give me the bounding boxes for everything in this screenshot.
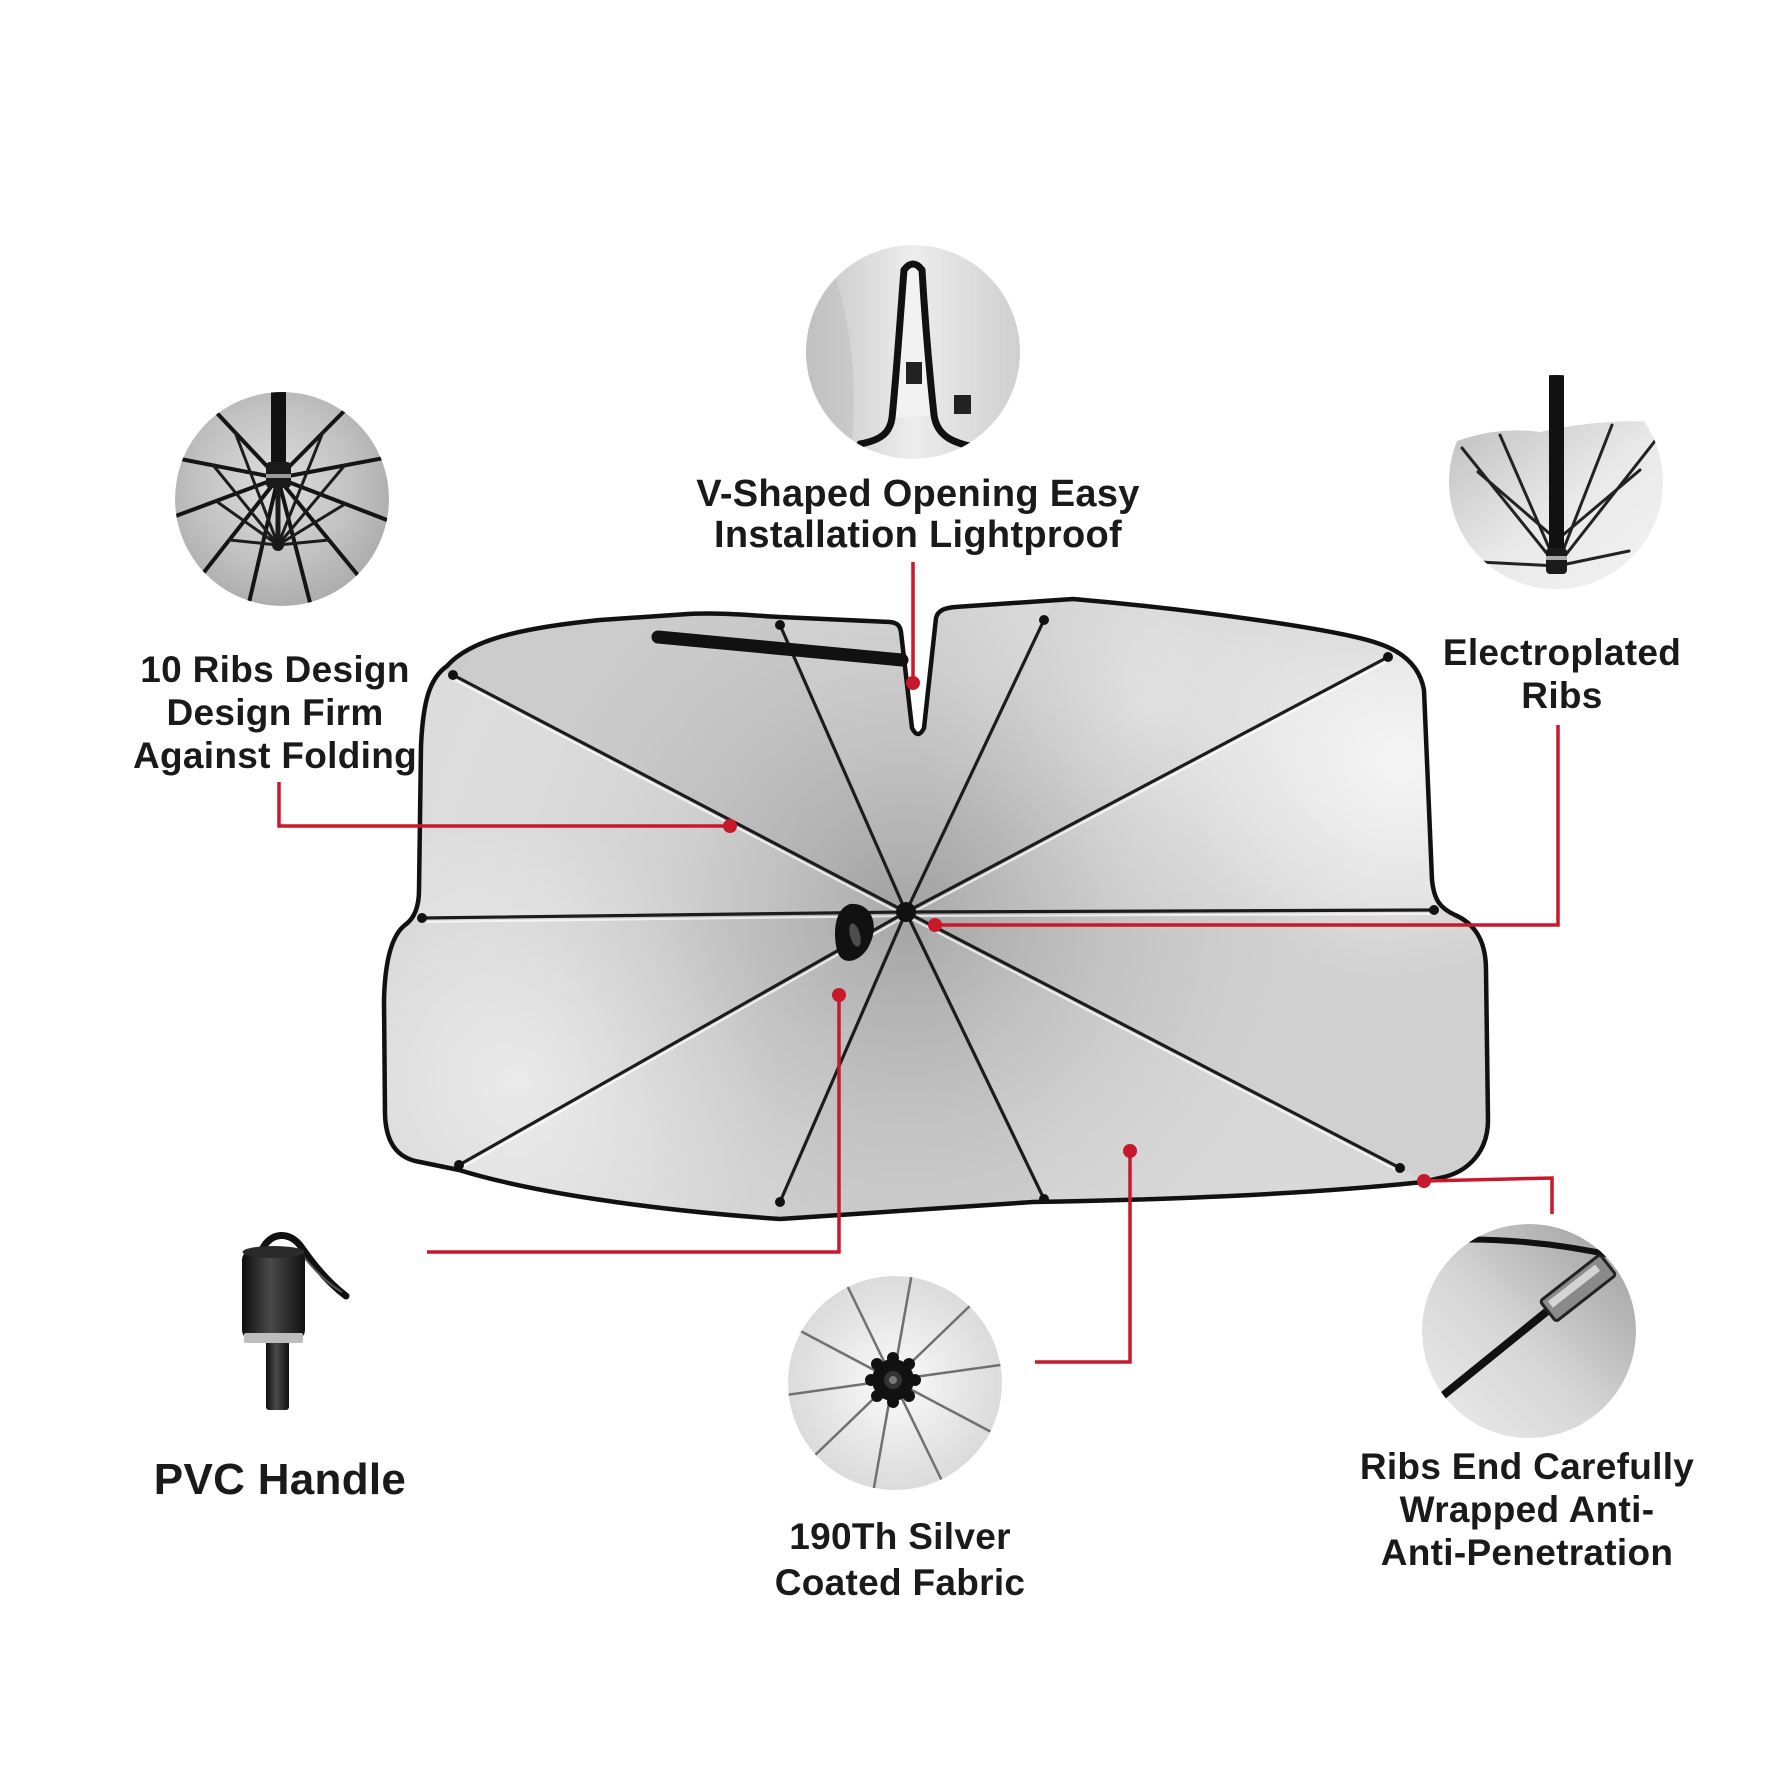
canopy-rib bbox=[904, 655, 1390, 914]
label-line: Ribs bbox=[1521, 675, 1603, 716]
rib-end-cap bbox=[417, 913, 427, 923]
canopy-handle-loop bbox=[835, 903, 874, 961]
rib-highlights bbox=[421, 660, 1435, 1173]
rib-end-cap bbox=[1383, 652, 1393, 662]
canopy-rib bbox=[778, 623, 908, 914]
label-line: Against Folding bbox=[132, 735, 418, 776]
canopy-hub bbox=[896, 902, 916, 922]
rib-end-cap bbox=[1395, 1163, 1405, 1173]
canopy-rib bbox=[457, 910, 908, 1167]
fabric-detail-image bbox=[788, 1276, 1002, 1490]
label-line: Anti-Penetration bbox=[1380, 1532, 1674, 1573]
label-line: Wrapped Anti- bbox=[1399, 1489, 1655, 1530]
rib-end-cap bbox=[448, 670, 458, 680]
callout-line-ribs-end bbox=[1423, 1176, 1554, 1214]
callout-label-ribs-end: Ribs End Carefully Wrapped Anti- Anti-Pe… bbox=[1317, 1445, 1737, 1574]
pvc-handle-image bbox=[242, 1232, 350, 1410]
label-line: 10 Ribs Design bbox=[140, 649, 410, 690]
canopy-rib bbox=[904, 910, 1046, 1201]
callout-lines bbox=[277, 562, 1560, 1364]
callout-dot-v-opening bbox=[906, 676, 920, 690]
callout-dot-electroplated bbox=[928, 918, 942, 932]
label-line: 190Th Silver bbox=[789, 1516, 1011, 1557]
electroplated-ribs-detail-image bbox=[1449, 375, 1663, 589]
callout-line-fabric bbox=[1035, 1151, 1132, 1364]
callout-dot-ribs-end bbox=[1417, 1174, 1431, 1188]
canopy-rib bbox=[904, 618, 1046, 914]
rib-end-cap bbox=[775, 620, 785, 630]
callout-line-ribs-design bbox=[277, 782, 730, 828]
callout-label-fabric: 190Th Silver Coated Fabric bbox=[690, 1514, 1110, 1606]
label-line: Design Firm bbox=[166, 692, 384, 733]
rib-end-cap bbox=[1429, 905, 1439, 915]
canopy-strap bbox=[651, 630, 909, 667]
callout-label-ribs-design: 10 Ribs Design Design Firm Against Foldi… bbox=[65, 648, 485, 777]
callout-dot-ribs-design bbox=[723, 819, 737, 833]
callout-dot-pvc-handle bbox=[832, 988, 846, 1002]
label-line: V-Shaped Opening Easy bbox=[696, 473, 1140, 515]
v-opening-detail-image bbox=[806, 245, 1020, 459]
callout-label-pvc-handle: PVC Handle bbox=[100, 1456, 460, 1504]
rib-end-caps bbox=[417, 615, 1439, 1207]
callout-label-electroplated: Electroplated Ribs bbox=[1382, 631, 1742, 717]
rib-end-cap bbox=[775, 1197, 785, 1207]
label-line: PVC Handle bbox=[153, 1455, 407, 1504]
label-line: Ribs End Carefully bbox=[1359, 1446, 1695, 1487]
callout-line-pvc-handle bbox=[427, 995, 841, 1254]
label-line: Electroplated bbox=[1442, 632, 1682, 673]
canopy-ribs bbox=[420, 618, 1436, 1204]
canopy-edge-binding bbox=[381, 596, 1491, 1222]
callout-dot-fabric bbox=[1123, 1144, 1137, 1158]
rib-end-detail-image bbox=[1422, 1224, 1636, 1438]
rib-end-cap bbox=[1039, 615, 1049, 625]
canopy-rib bbox=[778, 910, 908, 1204]
canopy-rib bbox=[420, 910, 908, 920]
label-line: Coated Fabric bbox=[774, 1562, 1026, 1603]
ribs-design-detail-image bbox=[175, 392, 389, 606]
canopy-rib bbox=[451, 673, 908, 914]
canopy-rib bbox=[904, 908, 1436, 914]
canopy-rib bbox=[904, 910, 1402, 1170]
callout-label-v-opening: V-Shaped Opening Easy Installation Light… bbox=[608, 474, 1228, 556]
callout-line-electroplated bbox=[935, 725, 1560, 927]
label-line: Installation Lightproof bbox=[714, 514, 1122, 556]
